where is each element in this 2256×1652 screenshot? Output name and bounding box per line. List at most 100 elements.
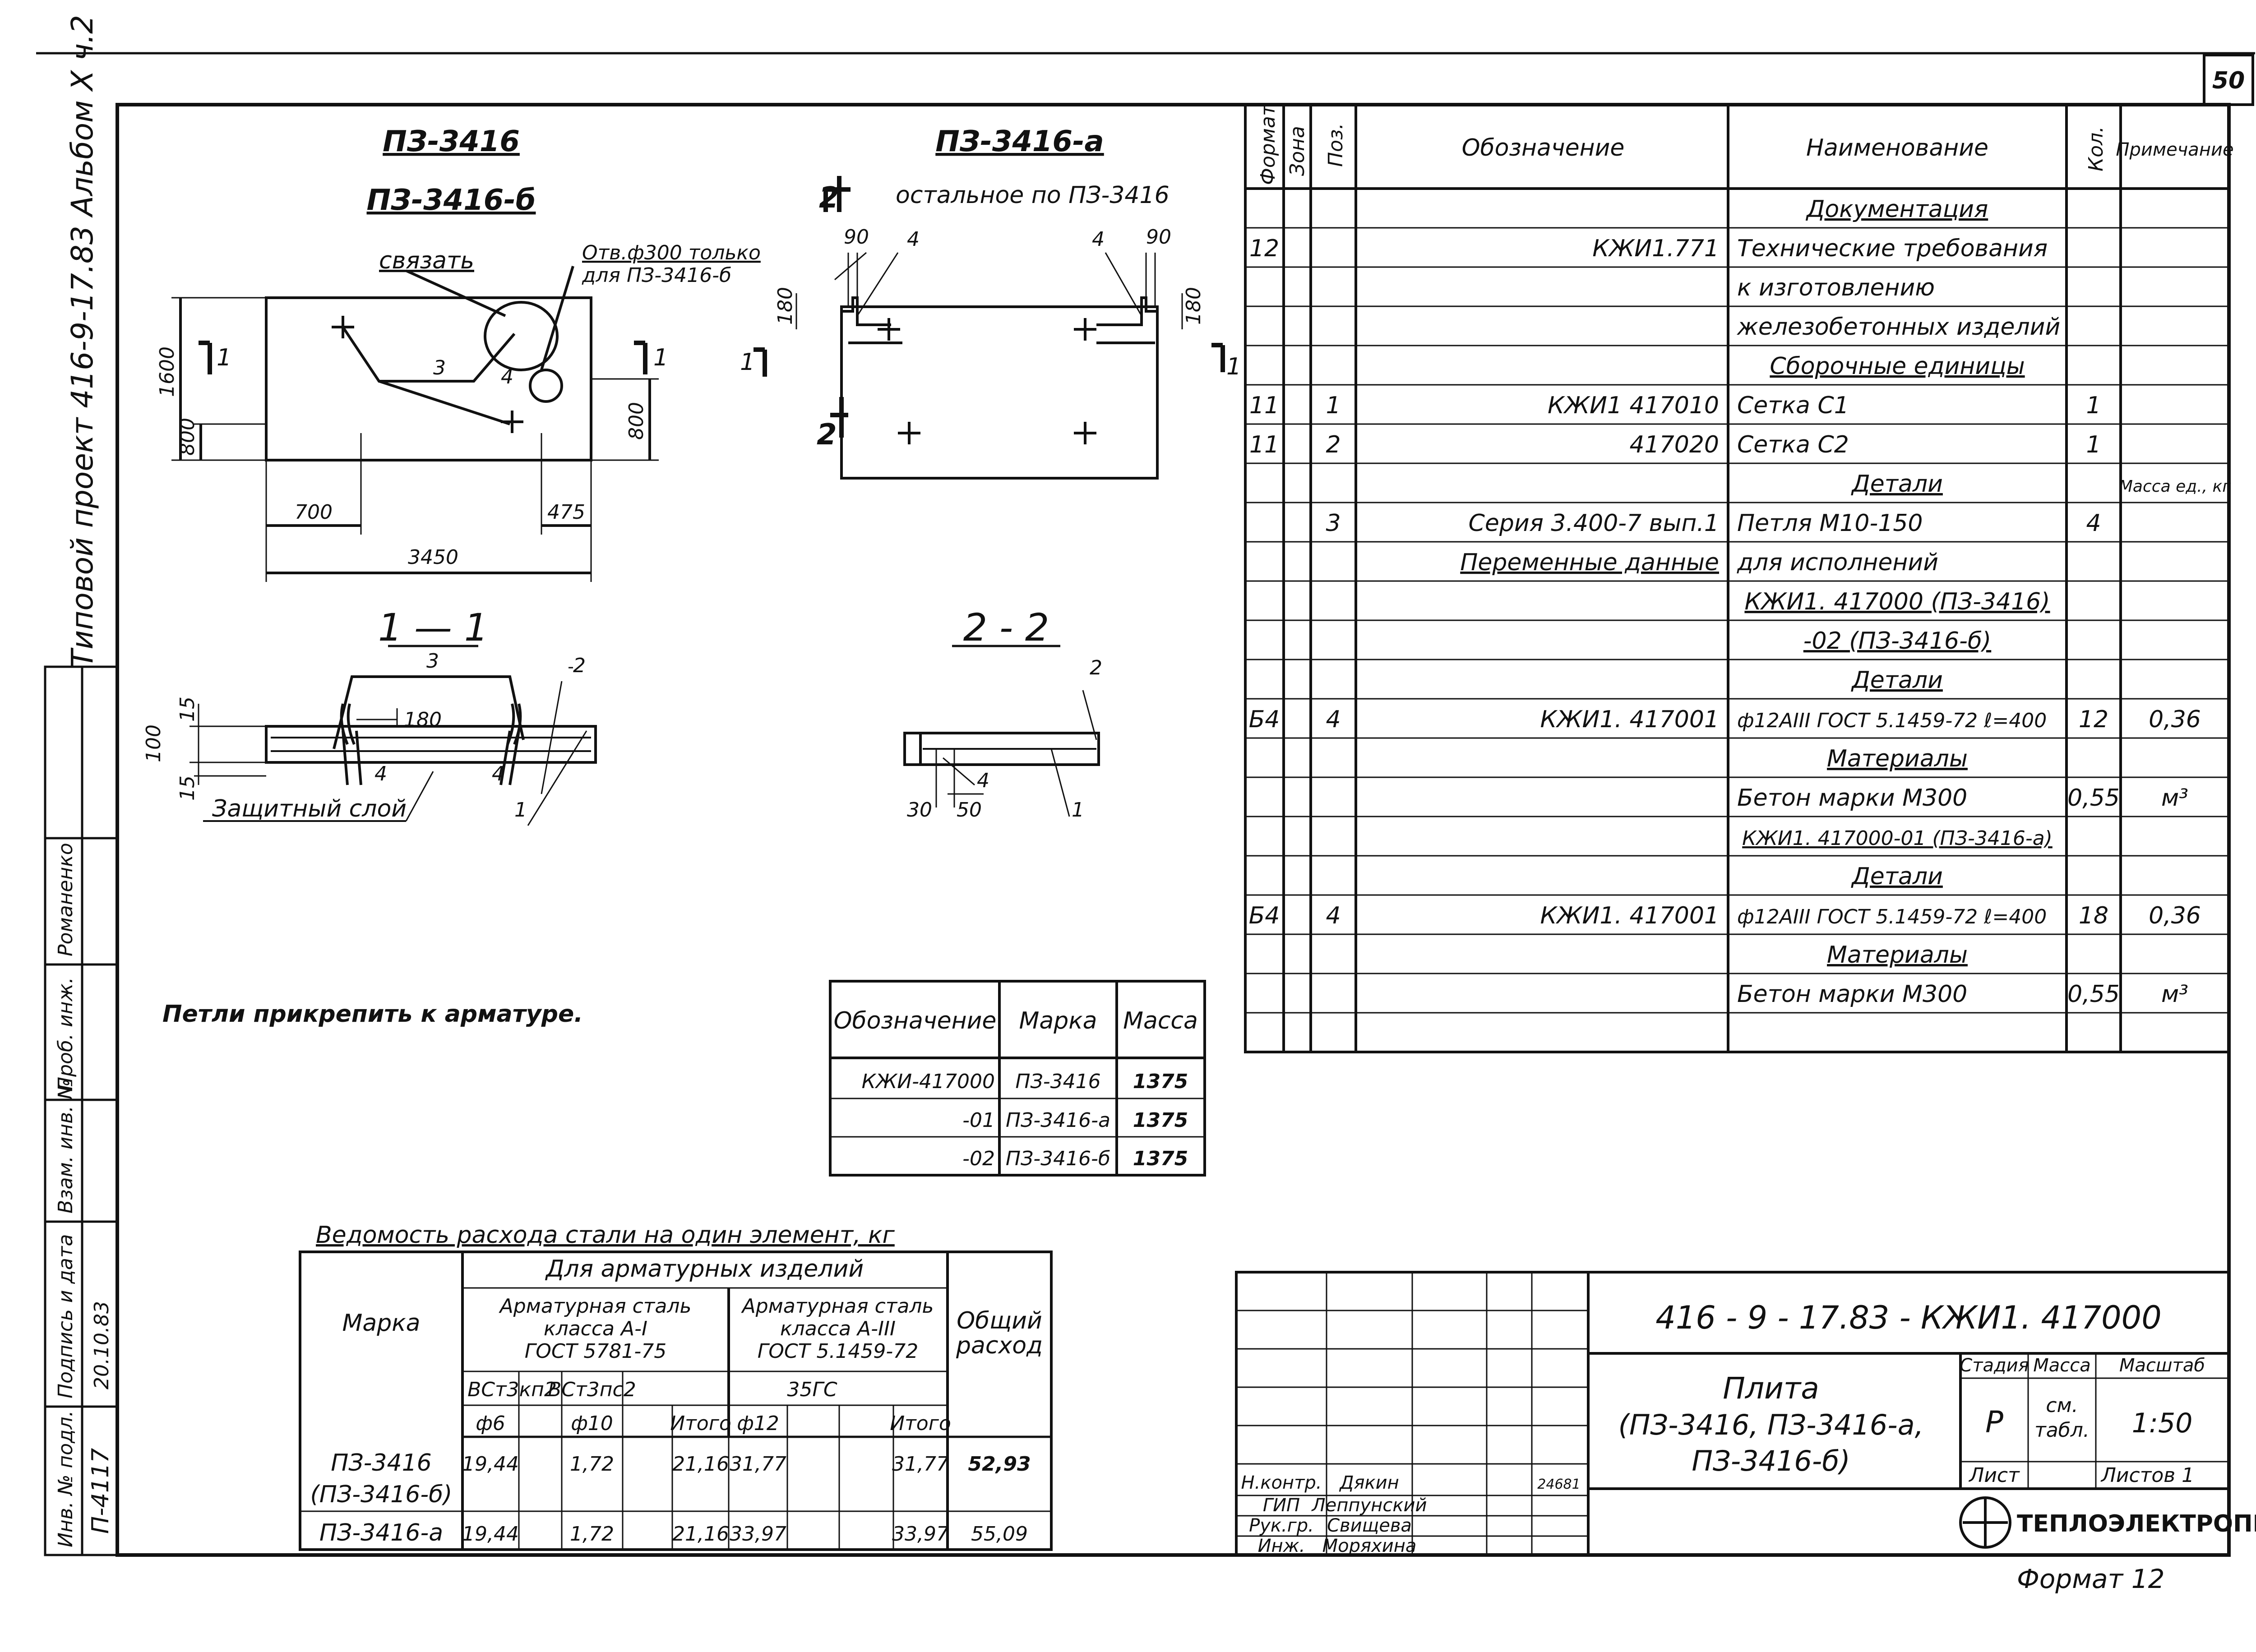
stamp-name-value: Романенко xyxy=(54,843,77,956)
spec-cell-n: к изготовлению xyxy=(1737,274,1935,301)
spec-cell-n: КЖИ1. 417000-01 (ПЗ-3416-а) xyxy=(1742,827,2053,850)
section-1-cover-label: Защитный слой xyxy=(212,795,407,822)
steel-row1-total: 52,93 xyxy=(968,1453,1031,1476)
stamp-sign-label: Подпись и дата xyxy=(54,1234,77,1398)
spec-cell-n: КЖИ1. 417000 (ПЗ-3416) xyxy=(1744,588,2050,615)
steel-table-title: Ведомость расхода стали на один элемент,… xyxy=(316,1222,895,1249)
steel-row2-sum1: 21,16 xyxy=(672,1523,729,1546)
mark-table-row2-mark: ПЗ-3416-а xyxy=(1006,1109,1110,1132)
steel-row1-sum1: 21,16 xyxy=(672,1453,729,1476)
steel-row2-total: 55,09 xyxy=(971,1523,1028,1546)
spec-cell-k: 1 xyxy=(2086,431,2101,458)
sign-cell: Моряхина xyxy=(1322,1536,1417,1556)
title-block-name-3: ПЗ-3416-б) xyxy=(1692,1444,1850,1477)
steel-table-h-vst1: ВСт3кп2 xyxy=(467,1378,557,1401)
steel-table-h-d12: ф12 xyxy=(737,1412,779,1435)
spec-cell-n: Бетон марки М300 xyxy=(1737,981,1967,1008)
spec-cell-p: 4 xyxy=(1326,706,1341,733)
section-2-pos-1: 1 xyxy=(1072,798,1084,821)
title-block-mass-1: см. xyxy=(2046,1394,2078,1417)
sheet-number: 50 xyxy=(2212,67,2245,94)
spec-cell-m: м³ xyxy=(2161,784,2188,812)
section-1-title: 1 — 1 xyxy=(378,605,488,650)
spec-cell-o: 417020 xyxy=(1629,431,1719,458)
spec-cell-o: КЖИ1. 417001 xyxy=(1540,902,1719,929)
stamp-replace-label: Взам. инв. № xyxy=(54,1079,77,1214)
plan-a-pos-4-left: 4 xyxy=(907,228,920,251)
title-block-h-scale: Масштаб xyxy=(2119,1355,2205,1376)
steel-table-h-steel1-a: Арматурная сталь xyxy=(499,1295,692,1318)
spec-cell-o: КЖИ1 417010 xyxy=(1548,392,1719,419)
mark-table xyxy=(829,980,1206,1177)
spec-header-format: Формат xyxy=(1257,104,1280,185)
spec-table-grid xyxy=(1244,103,2230,1053)
plan-pos-4: 4 xyxy=(501,365,513,388)
sheet-format: Формат 12 xyxy=(2017,1564,2165,1594)
sign-cell: 24681 xyxy=(1537,1477,1580,1492)
plan-a-dim-180-left: 180 xyxy=(774,287,797,325)
title-block-h-mass: Масса xyxy=(2033,1355,2091,1376)
spec-header-note: Примечание xyxy=(2116,139,2233,160)
section-2-outline xyxy=(903,690,1100,817)
steel-row2-d10: 1,72 xyxy=(570,1523,614,1546)
spec-cell-n: Сетка С2 xyxy=(1737,431,1849,458)
sign-cell: ГИП xyxy=(1263,1495,1300,1516)
section-1-pos-3: 3 xyxy=(426,650,439,673)
plan-a-outline xyxy=(754,176,1225,480)
steel-row2-d12: 33,97 xyxy=(730,1523,786,1546)
mark-table-row2-designation: -01 xyxy=(962,1109,995,1132)
loops-note: Петли прикрепить к арматуре. xyxy=(162,1001,583,1028)
steel-row1-d6: 19,44 xyxy=(462,1453,519,1476)
spec-cell-f: Б4 xyxy=(1249,902,1280,929)
spec-cell-p: 1 xyxy=(1326,392,1341,419)
plan-a-dim-180-right: 180 xyxy=(1182,287,1205,325)
spec-cell-n: Материалы xyxy=(1827,941,1968,969)
spec-cell-n: для исполнений xyxy=(1737,549,1938,576)
plan-cut-1-right: 1 xyxy=(653,344,668,371)
steel-table-h-steel1-c: ГОСТ 5781-75 xyxy=(525,1340,667,1363)
plan-dim-475: 475 xyxy=(547,501,585,524)
spec-cell-p: 2 xyxy=(1326,431,1341,458)
spec-cell-m: м³ xyxy=(2161,981,2188,1008)
spec-cell-n: Бетон марки М300 xyxy=(1737,784,1967,812)
section-2-pos-4: 4 xyxy=(977,769,989,792)
steel-row1-mark2: (ПЗ-3416-б) xyxy=(310,1481,453,1508)
steel-row1-d10: 1,72 xyxy=(570,1453,614,1476)
steel-table-h-d10: ф10 xyxy=(571,1412,613,1435)
steel-table-h-steel2-b: класса А-III xyxy=(780,1317,896,1340)
section-1-pos-4b: 4 xyxy=(492,762,504,785)
sign-cell: Дякин xyxy=(1339,1472,1399,1493)
mark-table-header-designation: Обозначение xyxy=(834,1007,997,1034)
plan-outline xyxy=(171,266,659,582)
section-2-title: 2 - 2 xyxy=(963,605,1049,650)
spec-header-qty: Кол. xyxy=(2085,126,2108,171)
steel-row2-mark: ПЗ-3416-а xyxy=(319,1519,443,1546)
sign-cell: Н.контр. xyxy=(1241,1472,1322,1493)
spec-cell-f: 11 xyxy=(1249,431,1279,458)
spec-cell-p: 4 xyxy=(1326,902,1341,929)
sign-cell: Леппунский xyxy=(1311,1495,1427,1516)
spec-cell-k: 12 xyxy=(2079,706,2108,733)
stamp-inv-label: Инв. № подл. xyxy=(54,1410,77,1547)
plan-title-1: ПЗ-3416 xyxy=(383,125,520,158)
mark-table-row3-mass: 1375 xyxy=(1133,1147,1188,1170)
title-block-sheet-label: Лист xyxy=(1968,1464,2020,1487)
steel-table-h-sum2: Итого xyxy=(890,1412,951,1435)
spec-cell-n: ф12АIII ГОСТ 5.1459-72 ℓ=400 xyxy=(1737,905,2047,928)
spec-cell-n: Сетка С1 xyxy=(1737,392,1849,419)
steel-table xyxy=(299,1251,1053,1551)
title-block-name-2: (ПЗ-3416, ПЗ-3416-а, xyxy=(1618,1408,1924,1441)
spec-cell-n: Документация xyxy=(1806,196,1988,223)
spec-cell-n: железобетонных изделий xyxy=(1737,314,2060,341)
spec-header-name: Наименование xyxy=(1806,134,1988,162)
mark-table-row1-mass: 1375 xyxy=(1133,1070,1188,1093)
plan-a-cut-2-side: 2 xyxy=(817,418,837,452)
plan-note-hole-1: Отв.ф300 только xyxy=(582,241,761,264)
spec-cell-f: 12 xyxy=(1249,235,1279,262)
mark-table-row2-mass: 1375 xyxy=(1133,1109,1188,1132)
steel-row2-sum2: 33,97 xyxy=(892,1523,949,1546)
spec-cell-n: Сборочные единицы xyxy=(1770,353,2025,380)
section-1-pos-2: 2 xyxy=(573,654,586,677)
steel-table-h-35gs: 35ГС xyxy=(787,1378,837,1401)
